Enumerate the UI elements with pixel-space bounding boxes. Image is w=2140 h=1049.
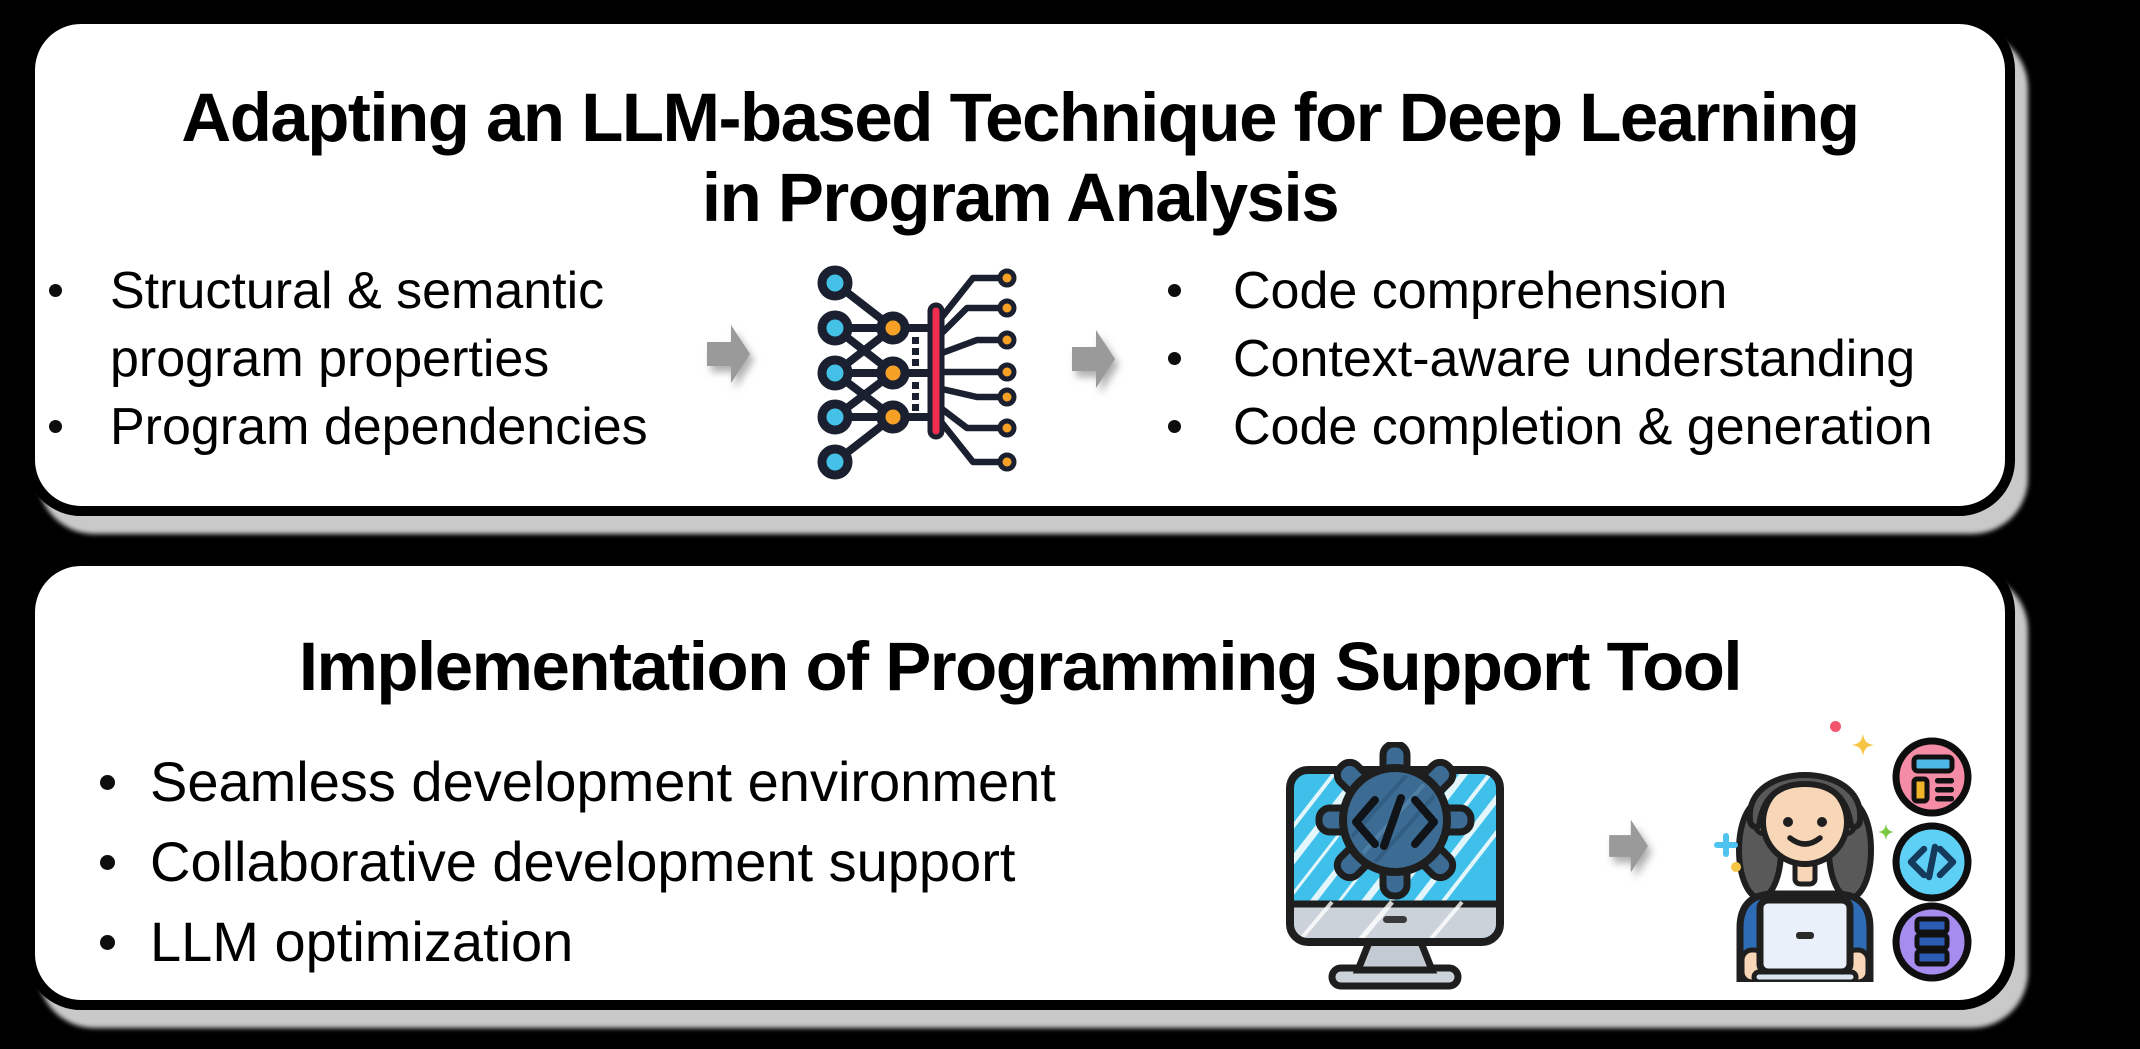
- right-block-arrow-icon: [1072, 330, 1115, 388]
- right-block-arrow-icon: [1609, 819, 1648, 873]
- top-title-line1: Adapting an LLM-based Technique for Deep…: [181, 79, 1860, 157]
- input-line-2: program properties: [110, 330, 550, 388]
- woman-developer-laptop-icon: [1736, 772, 1874, 982]
- sparkle-plus-icon: [1714, 833, 1738, 857]
- sparkle-dot-icon: [1731, 862, 1741, 872]
- bullet-dot: [100, 775, 115, 790]
- feature-line-1: Seamless development environment: [150, 750, 1056, 813]
- database-badge-icon: [1892, 902, 1972, 982]
- neural-network-icon: [817, 265, 1017, 480]
- bullet-dot: [1168, 352, 1181, 365]
- bullet-dot: [1168, 420, 1181, 433]
- input-line-1: Structural & semantic: [110, 262, 605, 320]
- feature-line-3: LLM optimization: [150, 910, 574, 973]
- output-line-3: Code completion & generation: [1233, 398, 1933, 456]
- sparkle-star-icon: [1852, 734, 1874, 756]
- input-line-3: Program dependencies: [110, 398, 648, 456]
- bullet-dot: [100, 935, 115, 950]
- code-badge-icon: [1892, 822, 1972, 902]
- panel-support-tool: Implementation of Programming Support To…: [25, 556, 2015, 1010]
- top-panel-title: Adapting an LLM-based Technique for Deep…: [35, 78, 2005, 238]
- sparkle-star-icon: [1878, 824, 1894, 840]
- top-title-line2: in Program Analysis: [701, 159, 1340, 237]
- right-block-arrow-icon: [707, 325, 750, 383]
- monitor-code-gear-icon: [1286, 742, 1504, 990]
- output-line-2: Context-aware understanding: [1233, 330, 1916, 388]
- bottom-panel-title: Implementation of Programming Support To…: [298, 628, 1743, 706]
- bullet-dot: [100, 855, 115, 870]
- gear-icon: [1315, 742, 1475, 900]
- bullet-dot: [1168, 284, 1181, 297]
- sparkle-dot-icon: [1830, 721, 1841, 732]
- bullet-dot: [49, 284, 62, 297]
- feature-line-2: Collaborative development support: [150, 830, 1016, 893]
- bullet-dot: [49, 420, 62, 433]
- output-line-1: Code comprehension: [1233, 262, 1728, 320]
- ui-card-badge-icon: [1892, 737, 1972, 817]
- panel-llm-technique: Adapting an LLM-based Technique for Deep…: [25, 14, 2015, 516]
